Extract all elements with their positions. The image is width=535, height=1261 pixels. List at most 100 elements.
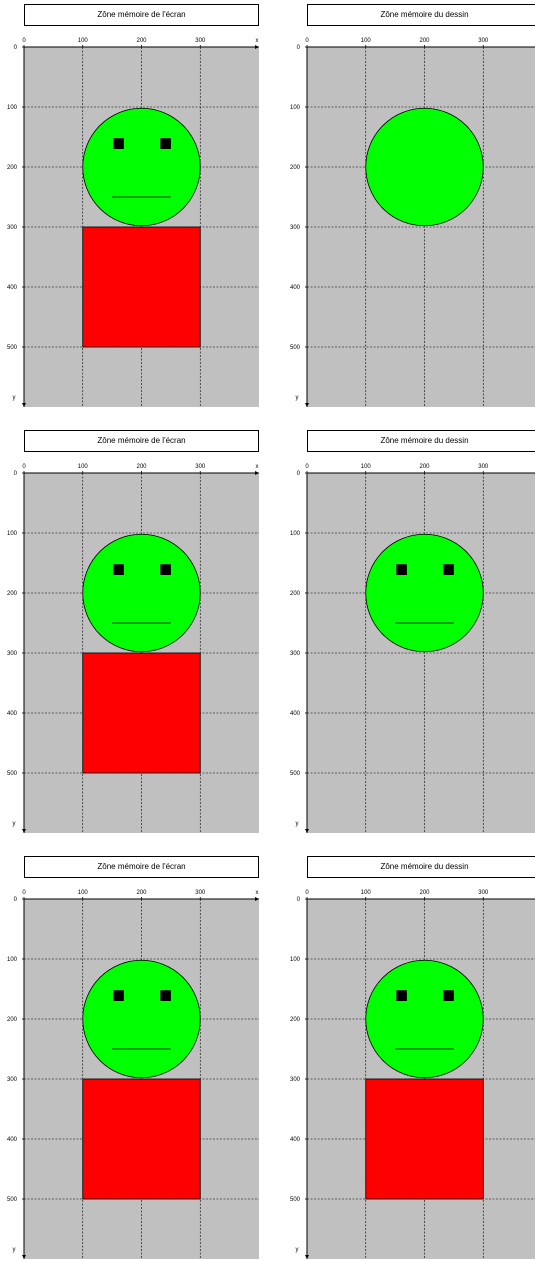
head-circle [366,960,484,1078]
x-tick-label: 100 [361,38,372,44]
x-tick-label: 200 [419,464,430,470]
x-tick-label: 0 [22,38,26,44]
y-tick-label: 400 [7,285,18,291]
y-axis-label: y [296,1247,299,1253]
x-axis-label: x [256,464,259,470]
x-tick-label: 300 [478,464,489,470]
x-tick-label: 300 [478,890,489,896]
y-tick-label: 0 [14,471,18,477]
y-tick-label: 400 [290,285,301,291]
y-tick-label: 0 [14,897,18,903]
x-tick-label: 300 [478,38,489,44]
head-circle [83,534,201,652]
body-rect [83,653,201,773]
y-tick-label: 500 [290,771,301,777]
y-tick-label: 300 [7,1077,18,1083]
x-tick-label: 200 [136,38,147,44]
head-circle [83,108,201,226]
x-tick-label: 100 [78,464,89,470]
y-tick-label: 100 [7,105,18,111]
x-tick-label: 0 [305,464,309,470]
x-axis-label: x [256,890,259,896]
right-eye [160,990,171,1001]
body-rect [83,1079,201,1199]
x-tick-label: 100 [361,464,372,470]
y-tick-label: 0 [297,897,301,903]
x-tick-label: 100 [78,890,89,896]
right-eye [443,564,454,575]
y-tick-label: 500 [7,345,18,351]
y-tick-label: 500 [290,1197,301,1203]
right-eye [160,564,171,575]
y-tick-label: 200 [290,165,301,171]
y-axis-label: y [296,395,299,401]
y-tick-label: 200 [7,165,18,171]
x-tick-label: 200 [136,890,147,896]
left-eye [113,990,124,1001]
y-tick-label: 300 [7,225,18,231]
head-circle [83,960,201,1078]
x-axis-label: x [256,38,259,44]
y-tick-label: 500 [290,345,301,351]
y-tick-label: 300 [290,651,301,657]
x-tick-label: 300 [195,890,206,896]
y-tick-label: 200 [290,591,301,597]
left-eye [396,564,407,575]
y-tick-label: 500 [7,1197,18,1203]
y-tick-label: 500 [7,771,18,777]
y-tick-label: 0 [297,45,301,51]
y-axis-label: y [13,395,16,401]
x-tick-label: 200 [419,890,430,896]
x-tick-label: 100 [78,38,89,44]
y-tick-label: 100 [290,531,301,537]
y-axis-label: y [296,821,299,827]
x-tick-label: 0 [305,38,309,44]
x-tick-label: 200 [136,464,147,470]
x-tick-label: 100 [361,890,372,896]
y-tick-label: 200 [7,591,18,597]
plot-area: 0 100 200 300 0 100 200 300 400 500 x y [7,38,259,407]
y-tick-label: 100 [7,957,18,963]
left-eye [396,990,407,1001]
y-tick-label: 400 [290,711,301,717]
body-rect [366,1079,484,1199]
y-tick-label: 300 [290,225,301,231]
right-eye [443,990,454,1001]
y-tick-label: 400 [7,711,18,717]
y-axis-label: y [13,821,16,827]
y-tick-label: 100 [290,957,301,963]
left-eye [113,564,124,575]
x-tick-label: 300 [195,38,206,44]
right-eye [160,138,171,149]
y-tick-label: 200 [7,1017,18,1023]
plot-area: 01002003000100200300400500xy [7,890,259,1259]
head-circle [366,534,484,652]
head-circle [366,108,484,226]
left-eye [113,138,124,149]
x-tick-label: 0 [305,890,309,896]
y-tick-label: 0 [14,45,18,51]
x-tick-label: 200 [419,38,430,44]
x-tick-label: 300 [195,464,206,470]
y-tick-label: 400 [7,1137,18,1143]
y-tick-label: 100 [7,531,18,537]
y-tick-label: 300 [7,651,18,657]
y-axis-label: y [13,1247,16,1253]
y-tick-label: 100 [290,105,301,111]
body-rect [83,227,201,347]
y-tick-label: 400 [290,1137,301,1143]
